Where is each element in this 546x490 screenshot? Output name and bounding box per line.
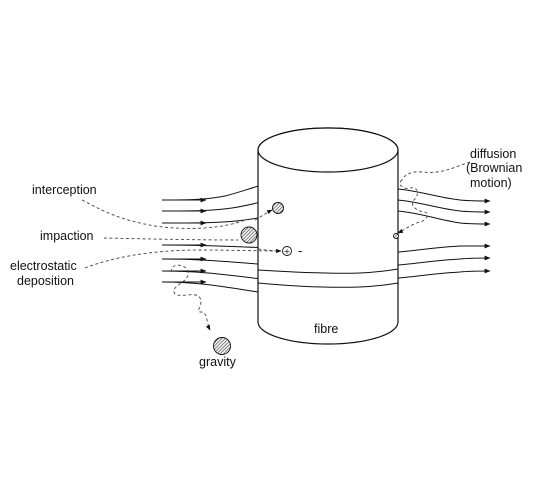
interception-label: interception xyxy=(32,183,97,197)
impaction-leader xyxy=(103,237,239,241)
electrostatic-leader xyxy=(84,249,281,269)
front-streamlines xyxy=(257,268,399,288)
downstream-3 xyxy=(397,210,491,227)
impaction-label: impaction xyxy=(40,229,94,243)
downstream-5 xyxy=(397,255,491,266)
fibre-top xyxy=(257,127,399,173)
fibre-charge: - xyxy=(298,244,302,258)
electrostatic-label-line2: deposition xyxy=(17,274,74,288)
gravity-trajectory xyxy=(171,264,211,331)
downstream-6 xyxy=(397,268,491,279)
diffusion-label-line2: (Brownian xyxy=(466,161,522,175)
diffusion-trajectory xyxy=(397,179,428,234)
diffusion-label-line1: diffusion xyxy=(470,147,516,161)
downstream-4 xyxy=(397,243,491,253)
particle-charge: + xyxy=(284,247,291,256)
diffusion-label-line3: motion) xyxy=(470,176,512,190)
front-streamline-2 xyxy=(257,282,399,288)
particles: + - xyxy=(213,202,399,355)
labels: interception impaction electrostatic dep… xyxy=(10,147,522,369)
impaction-particle xyxy=(240,226,258,244)
electrostatic-label-line1: electrostatic xyxy=(10,259,77,273)
interception-particle xyxy=(272,202,284,214)
fibre-cylinder xyxy=(257,127,399,345)
downstream-streamlines xyxy=(397,188,491,279)
charged-particle xyxy=(282,246,292,256)
diffusion-leader xyxy=(401,161,471,181)
downstream-1 xyxy=(397,188,491,204)
leader-lines xyxy=(81,161,471,331)
front-streamline-1 xyxy=(257,268,399,274)
interception-leader xyxy=(81,199,246,229)
downstream-2 xyxy=(397,199,491,215)
fibre-label: fibre xyxy=(314,322,338,336)
charged-trajectory xyxy=(257,248,282,254)
interception-trajectory xyxy=(254,209,273,221)
diffusion-particle xyxy=(393,233,399,239)
gravity-label: gravity xyxy=(199,355,237,369)
gravity-particle xyxy=(213,337,231,355)
